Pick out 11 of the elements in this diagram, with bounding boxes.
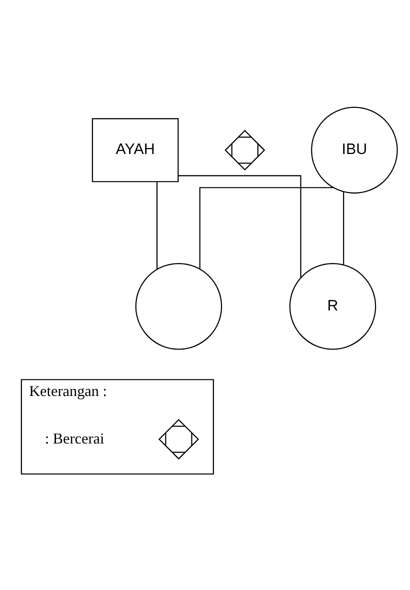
node-box: AYAH: [92, 118, 179, 182]
connector: [343, 192, 344, 264]
connector: [156, 182, 158, 270]
connector: [199, 187, 334, 269]
node-circle: R: [289, 263, 376, 350]
node-cross: [158, 418, 199, 460]
node-circle: IBU: [311, 106, 398, 194]
node-circle: [135, 263, 222, 350]
connector: [178, 175, 302, 278]
node-cross: [224, 130, 266, 170]
legend-label: : Bercerai: [44, 430, 104, 448]
